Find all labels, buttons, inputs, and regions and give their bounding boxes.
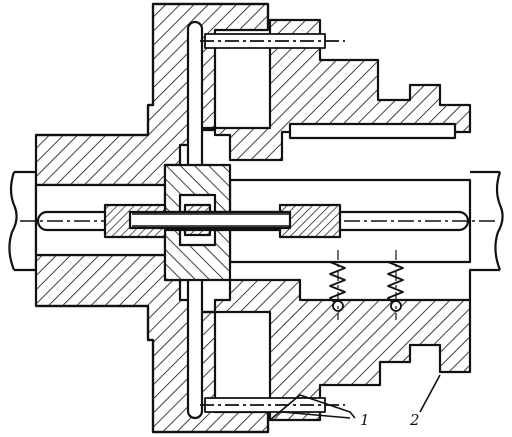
right-shaft-stub	[470, 170, 504, 272]
callout-label-1: 1	[360, 411, 370, 429]
central-disc-rim	[202, 128, 215, 314]
callout-leaders	[269, 374, 441, 421]
bolts	[200, 33, 345, 413]
tie-rod	[20, 203, 495, 239]
left-hub-outline	[36, 2, 270, 434]
right-hub	[213, 18, 472, 422]
callout-label-2: 2	[409, 411, 420, 429]
key	[288, 122, 457, 140]
compression-springs	[329, 250, 404, 320]
